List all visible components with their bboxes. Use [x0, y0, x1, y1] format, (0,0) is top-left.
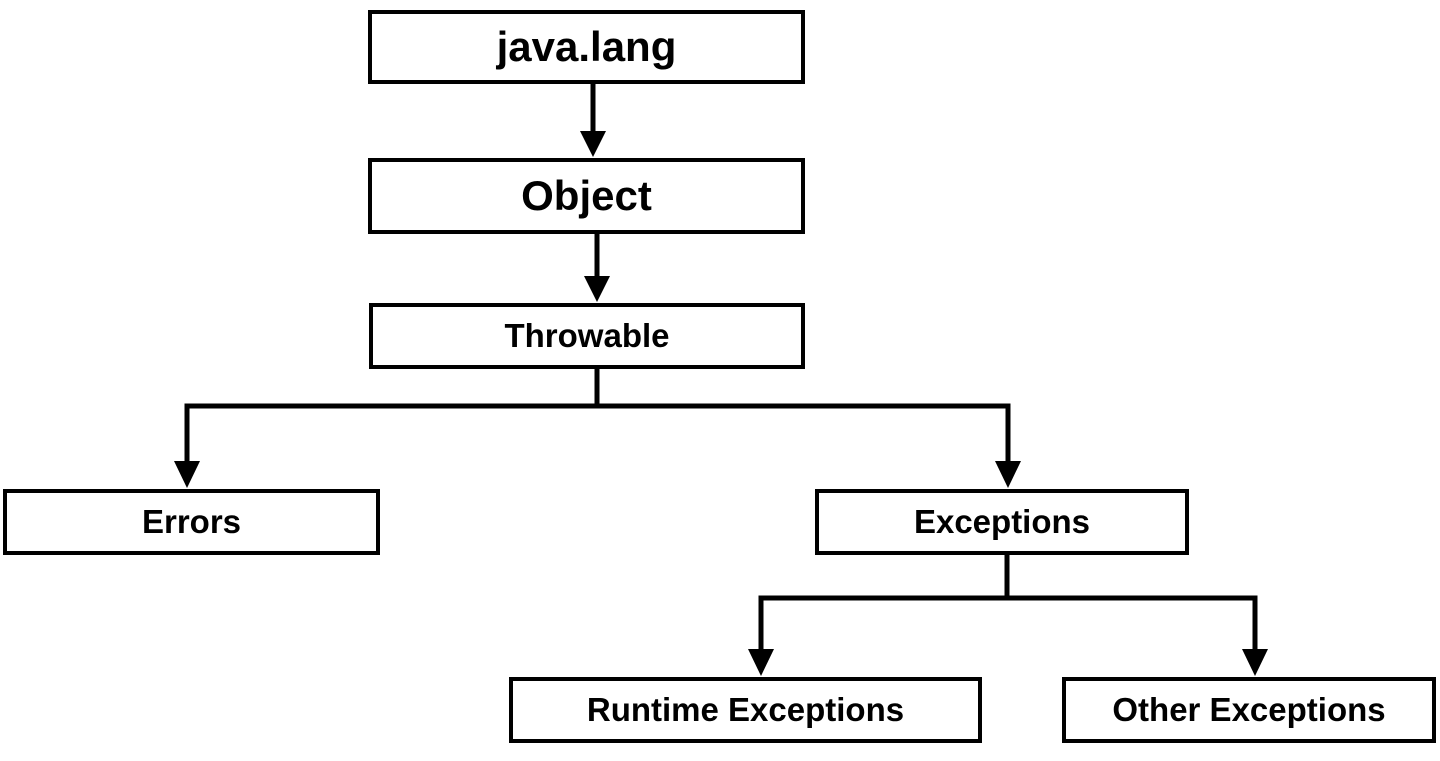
- node-java-lang: java.lang: [368, 10, 805, 84]
- connector-object-throwable: [584, 234, 610, 302]
- arrowhead-down-icon: [995, 461, 1021, 488]
- connector-exceptions-children: [748, 555, 1268, 676]
- node-errors: Errors: [3, 489, 380, 555]
- node-label: java.lang: [496, 23, 677, 70]
- node-label: Throwable: [504, 317, 670, 354]
- node-label: Exceptions: [913, 503, 1091, 540]
- node-other-exceptions: Other Exceptions: [1062, 677, 1436, 743]
- node-throwable: Throwable: [369, 303, 805, 369]
- arrowhead-down-icon: [1242, 649, 1268, 676]
- node-exceptions: Exceptions: [815, 489, 1189, 555]
- node-label: Object: [521, 172, 652, 219]
- connector-throwable-children: [174, 369, 1021, 488]
- arrowhead-down-icon: [174, 461, 200, 488]
- node-label: Runtime Exceptions: [586, 691, 905, 728]
- node-object: Object: [368, 158, 805, 234]
- arrowhead-down-icon: [584, 276, 610, 302]
- node-label: Errors: [141, 503, 242, 540]
- connector-javalang-object: [580, 84, 606, 157]
- arrowhead-down-icon: [580, 131, 606, 157]
- node-runtime-exceptions: Runtime Exceptions: [509, 677, 982, 743]
- node-label: Other Exceptions: [1112, 691, 1386, 728]
- arrowhead-down-icon: [748, 649, 774, 676]
